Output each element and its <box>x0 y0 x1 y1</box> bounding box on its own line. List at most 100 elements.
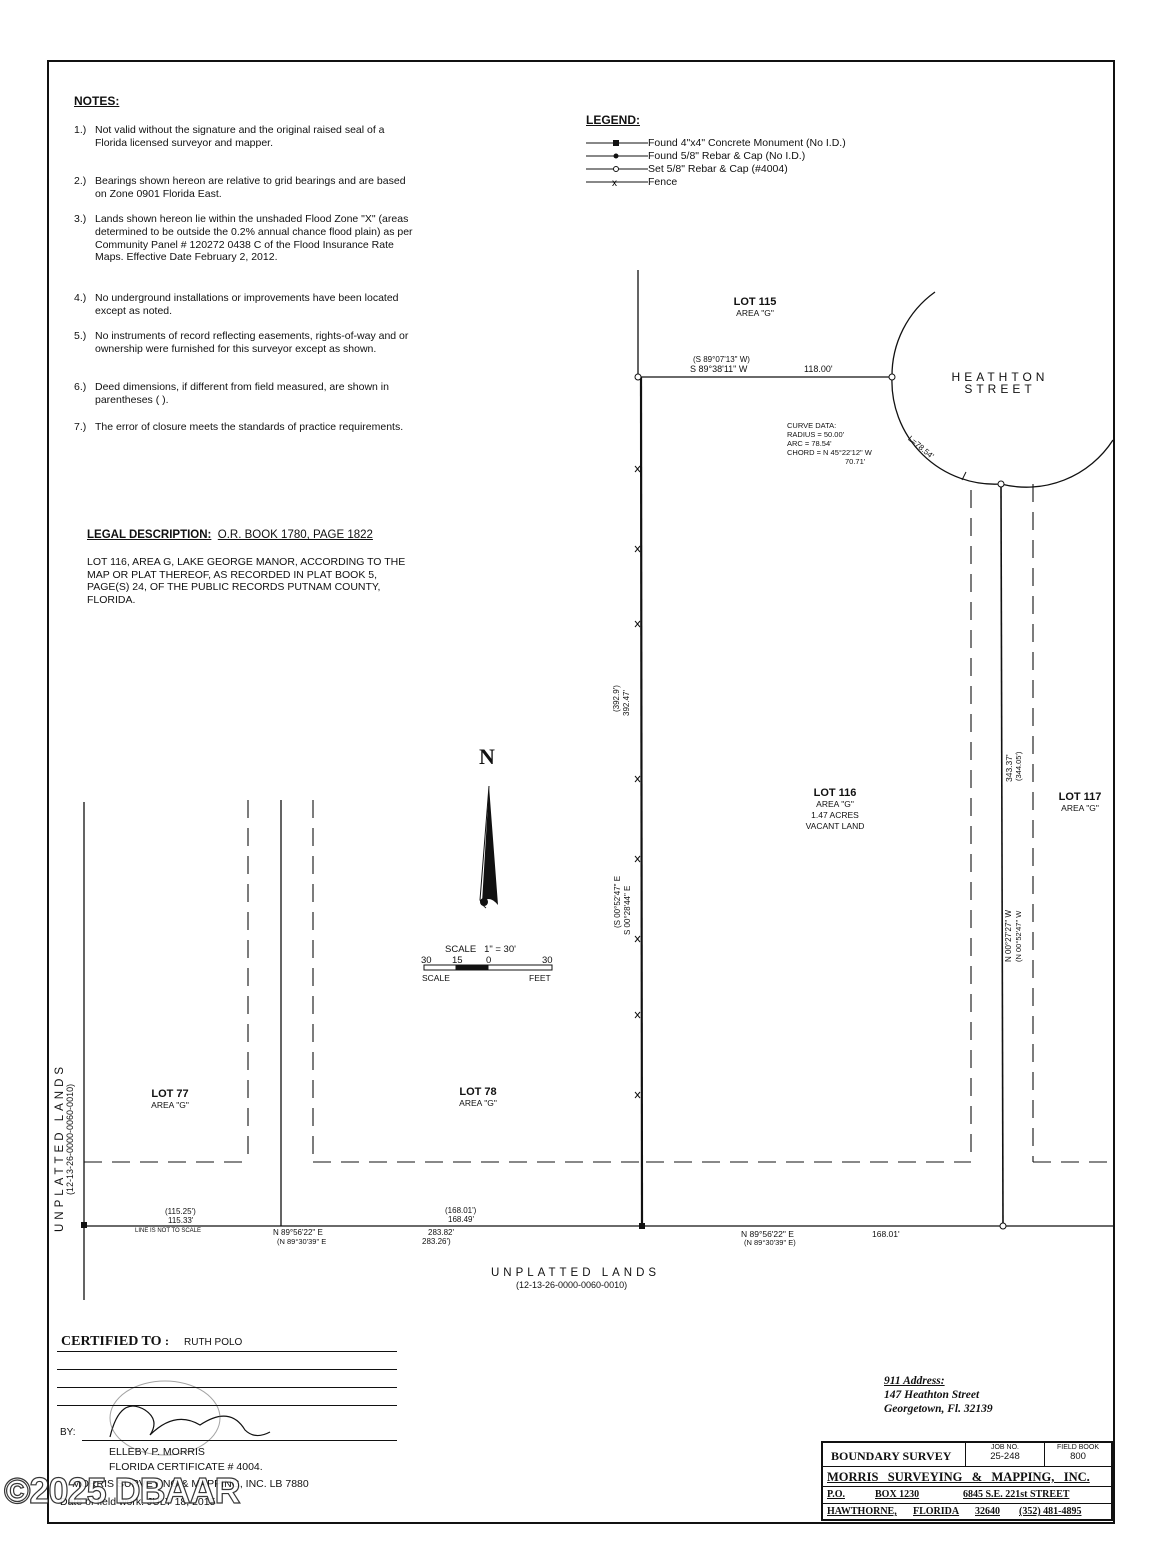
field-work-date: Date of field work: JULY 18, 2015 <box>60 1496 216 1508</box>
scale-tick-30: 30 <box>421 955 432 966</box>
note-text: Deed dimensions, if different from field… <box>95 381 389 406</box>
notes-title: NOTES: <box>74 94 120 108</box>
scale-bar <box>423 964 553 971</box>
north-letter: N <box>479 744 495 769</box>
note-item: 3.) Lands shown hereon lie within the uns… <box>74 213 419 264</box>
surveyor-certificate: FLORIDA CERTIFICATE # 4004. <box>109 1461 263 1473</box>
note-item: 7.) The error of closure meets the standa… <box>74 421 419 434</box>
note-text: No underground installations or improvem… <box>95 292 399 317</box>
note-text: Bearings shown hereon are relative to gr… <box>95 175 406 200</box>
certified-to-name: RUTH POLO <box>184 1337 243 1348</box>
note-number: 7.) <box>74 421 87 433</box>
rebar-set-symbol <box>586 166 648 172</box>
east-bearing: N 00°27'27" W <box>1004 909 1013 962</box>
unplatted-lands-south-id: (12-13-26-0000-0060-0010) <box>516 1280 628 1290</box>
note-item: 6.) Deed dimensions, if different from fi… <box>74 381 419 407</box>
note-number: 6.) <box>74 381 87 393</box>
north-distance: 118.00' <box>804 364 833 374</box>
by-label: BY: <box>60 1427 76 1438</box>
set-rebar-marker <box>888 373 896 381</box>
west-bearing-deed: (S 00°52'47" E <box>613 875 622 928</box>
note-number: 5.) <box>74 330 87 342</box>
cert-line <box>57 1351 397 1352</box>
unplatted-lands-west-id: (12-13-26-0000-0060-0010) <box>65 1083 75 1195</box>
surveyor-company-lb: MORRIS SURVEYING & MAPPING, INC. LB 7880 <box>72 1478 309 1490</box>
title-row-city: HAWTHORNE, FLORIDA 32640 (352) 481-4895 <box>827 1506 1082 1517</box>
note-item: 4.) No underground installations or impro… <box>74 292 419 318</box>
signature-stroke <box>109 1405 271 1438</box>
legend-label: Fence <box>648 176 678 188</box>
copyright-watermark: ©2025 DBAAR <box>3 1469 241 1511</box>
legend-label: Set 5/8" Rebar & Cap (#4004) <box>648 163 788 175</box>
note-text: The error of closure meets the standards… <box>95 421 404 433</box>
note-number: 4.) <box>74 292 87 304</box>
legal-ref: O.R. BOOK 1780, PAGE 1822 <box>217 529 373 541</box>
svg-text:x: x <box>612 178 617 189</box>
south-bearing: N 89°56'22" E <box>741 1229 794 1239</box>
scale-left-label: SCALE <box>422 973 450 983</box>
west-bearing: S 00°28'44" E <box>623 885 632 935</box>
east-boundary-line <box>1000 483 1004 1227</box>
set-rebar-marker <box>999 1222 1007 1230</box>
north-bearing-deed: (S 89°07'13" W) <box>693 355 750 364</box>
surveyor-name: ELLEBY P. MORRIS <box>109 1446 205 1458</box>
set-rebar-marker <box>634 373 642 381</box>
note-item: 5.) No instruments of record reflecting e… <box>74 330 419 356</box>
north-arrow-icon <box>479 785 498 909</box>
sw-distance: 115.33' <box>168 1216 194 1225</box>
curve-data: CURVE DATA: RADIUS = 50.00' ARC = 78.54'… <box>787 421 872 466</box>
scale-tick-30b: 30 <box>542 955 553 966</box>
title-row-1: BOUNDARY SURVEY JOB NO. 25-248 FIELD BOO… <box>823 1443 1111 1467</box>
legal-description-title: LEGAL DESCRIPTION: O.R. BOOK 1780, PAGE … <box>87 529 373 541</box>
note-text: No instruments of record reflecting ease… <box>95 330 409 355</box>
mid-bearing: N 89°56'22" E <box>273 1228 323 1237</box>
note-item: 1.) Not valid without the signature and t… <box>74 124 419 150</box>
concrete-monument-symbol <box>586 140 648 146</box>
mid-bearing-deed: (N 89°30'39" E <box>277 1237 327 1246</box>
legend-label: Found 5/8" Rebar & Cap (No I.D.) <box>648 150 806 162</box>
note-number: 2.) <box>74 175 87 187</box>
concrete-monument-marker <box>639 1223 645 1229</box>
cul-de-sac-arc-2 <box>891 376 1002 485</box>
fence-symbol: x <box>586 178 648 189</box>
note-number: 3.) <box>74 213 87 225</box>
certified-to-label: CERTIFIED TO : <box>61 1334 170 1349</box>
note-item: 2.) Bearings shown hereon are relative to… <box>74 175 419 201</box>
legal-title-label: LEGAL DESCRIPTION: <box>87 529 212 541</box>
cert-line <box>57 1405 397 1406</box>
scale-tick-0: 0 <box>486 955 492 966</box>
cert-line <box>57 1387 397 1388</box>
cert-line <box>57 1369 397 1370</box>
west-distance: 392.47' <box>622 690 631 716</box>
note-number: 1.) <box>74 124 87 136</box>
east-distance-deed: (344.05') <box>1014 751 1023 781</box>
concrete-monument-marker <box>81 1222 87 1228</box>
legal-description-body: LOT 116, AREA G, LAKE GEORGE MANOR, ACCO… <box>87 556 406 606</box>
sw-distance-deed: (115.25') <box>165 1207 196 1216</box>
legend-title: LEGEND: <box>586 113 640 127</box>
note-text: Not valid without the signature and the … <box>95 124 385 149</box>
cul-de-sac-arc-3 <box>1000 439 1114 488</box>
east-distance: 343.37' <box>1004 754 1014 782</box>
note-text: Lands shown hereon lie within the unshad… <box>95 213 413 264</box>
south-bearing-deed: (N 89°30'39" E) <box>744 1238 796 1247</box>
title-row-po: P.O. BOX 1230 6845 S.E. 221st STREET <box>823 1487 1111 1504</box>
unplatted-lands-south: UNPLATTED LANDS <box>491 1267 661 1279</box>
north-bearing: S 89°38'11" W <box>690 364 748 374</box>
lot78-distance-deed: (168.01') <box>445 1206 477 1215</box>
scale-right-label: FEET <box>529 973 551 983</box>
west-boundary-line <box>639 376 644 1227</box>
title-row-company: MORRIS SURVEYING & MAPPING, INC. <box>823 1467 1111 1487</box>
address-block: 911 Address: 147 Heathton Street Georget… <box>884 1375 993 1415</box>
east-bearing-deed: (N 00°52'47" W <box>1014 910 1023 962</box>
west-distance-deed: (392.9') <box>612 685 621 712</box>
not-to-scale-note: LINE IS NOT TO SCALE <box>135 1228 202 1234</box>
total-distance-deed: 283.26') <box>422 1237 451 1246</box>
signature-line <box>82 1440 397 1441</box>
